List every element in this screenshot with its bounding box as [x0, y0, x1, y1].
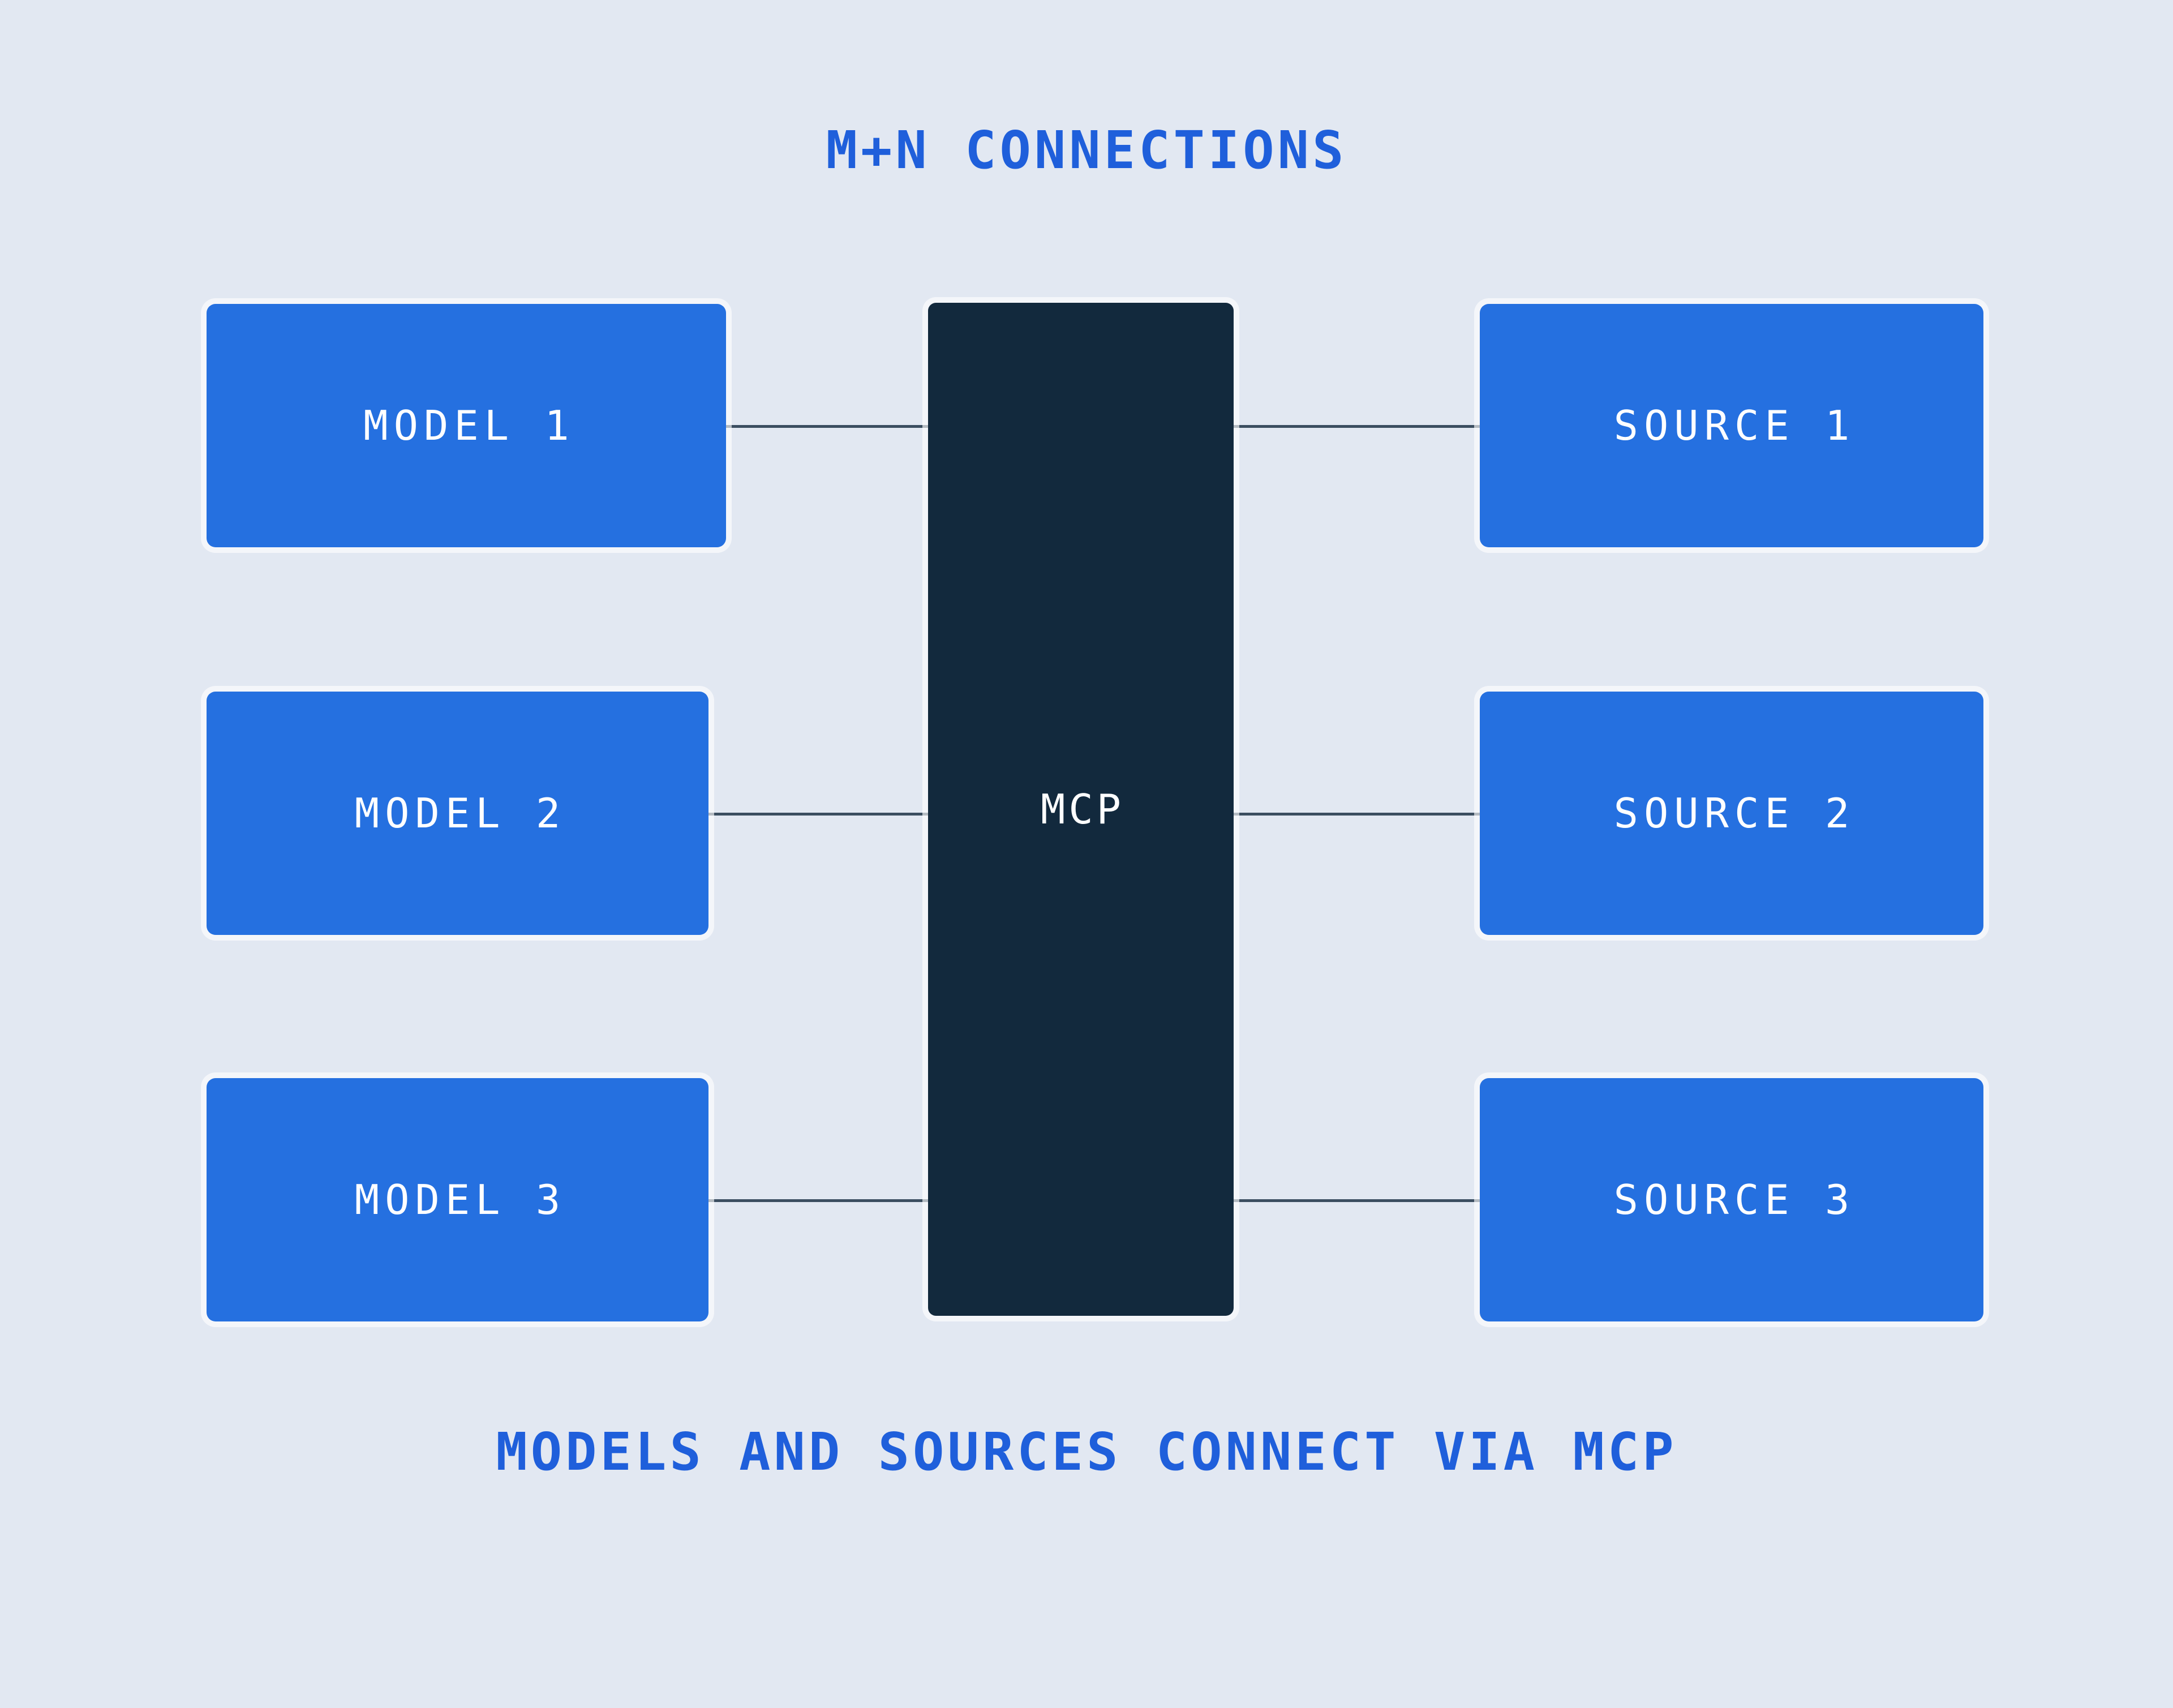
page-caption: MODELS AND SOURCES CONNECT VIA MCP: [496, 1422, 1677, 1482]
connector-mcp-to-source-2: [1232, 813, 1481, 816]
node-source-3[interactable]: SOURCE 3: [1480, 1078, 1983, 1321]
connector-model-2-to-mcp: [708, 813, 930, 816]
node-model-3-label: MODEL 3: [354, 1176, 566, 1224]
node-model-1[interactable]: MODEL 1: [207, 304, 726, 547]
connector-mcp-to-source-1: [1232, 425, 1481, 428]
page-title: M+N CONNECTIONS: [826, 120, 1347, 181]
node-model-2-label: MODEL 2: [354, 789, 566, 837]
node-source-1[interactable]: SOURCE 1: [1480, 304, 1983, 547]
connector-model-1-to-mcp: [726, 425, 930, 428]
node-source-1-label: SOURCE 1: [1613, 402, 1856, 449]
node-model-1-label: MODEL 1: [363, 402, 575, 449]
node-source-2[interactable]: SOURCE 2: [1480, 692, 1983, 935]
connector-mcp-to-source-3: [1232, 1199, 1481, 1202]
node-mcp-hub[interactable]: MCP: [928, 303, 1234, 1316]
node-source-2-label: SOURCE 2: [1613, 789, 1856, 837]
node-mcp-hub-label: MCP: [1040, 786, 1125, 833]
node-model-3[interactable]: MODEL 3: [207, 1078, 708, 1321]
node-model-2[interactable]: MODEL 2: [207, 692, 708, 935]
node-source-3-label: SOURCE 3: [1613, 1176, 1856, 1224]
connector-model-3-to-mcp: [708, 1199, 930, 1202]
